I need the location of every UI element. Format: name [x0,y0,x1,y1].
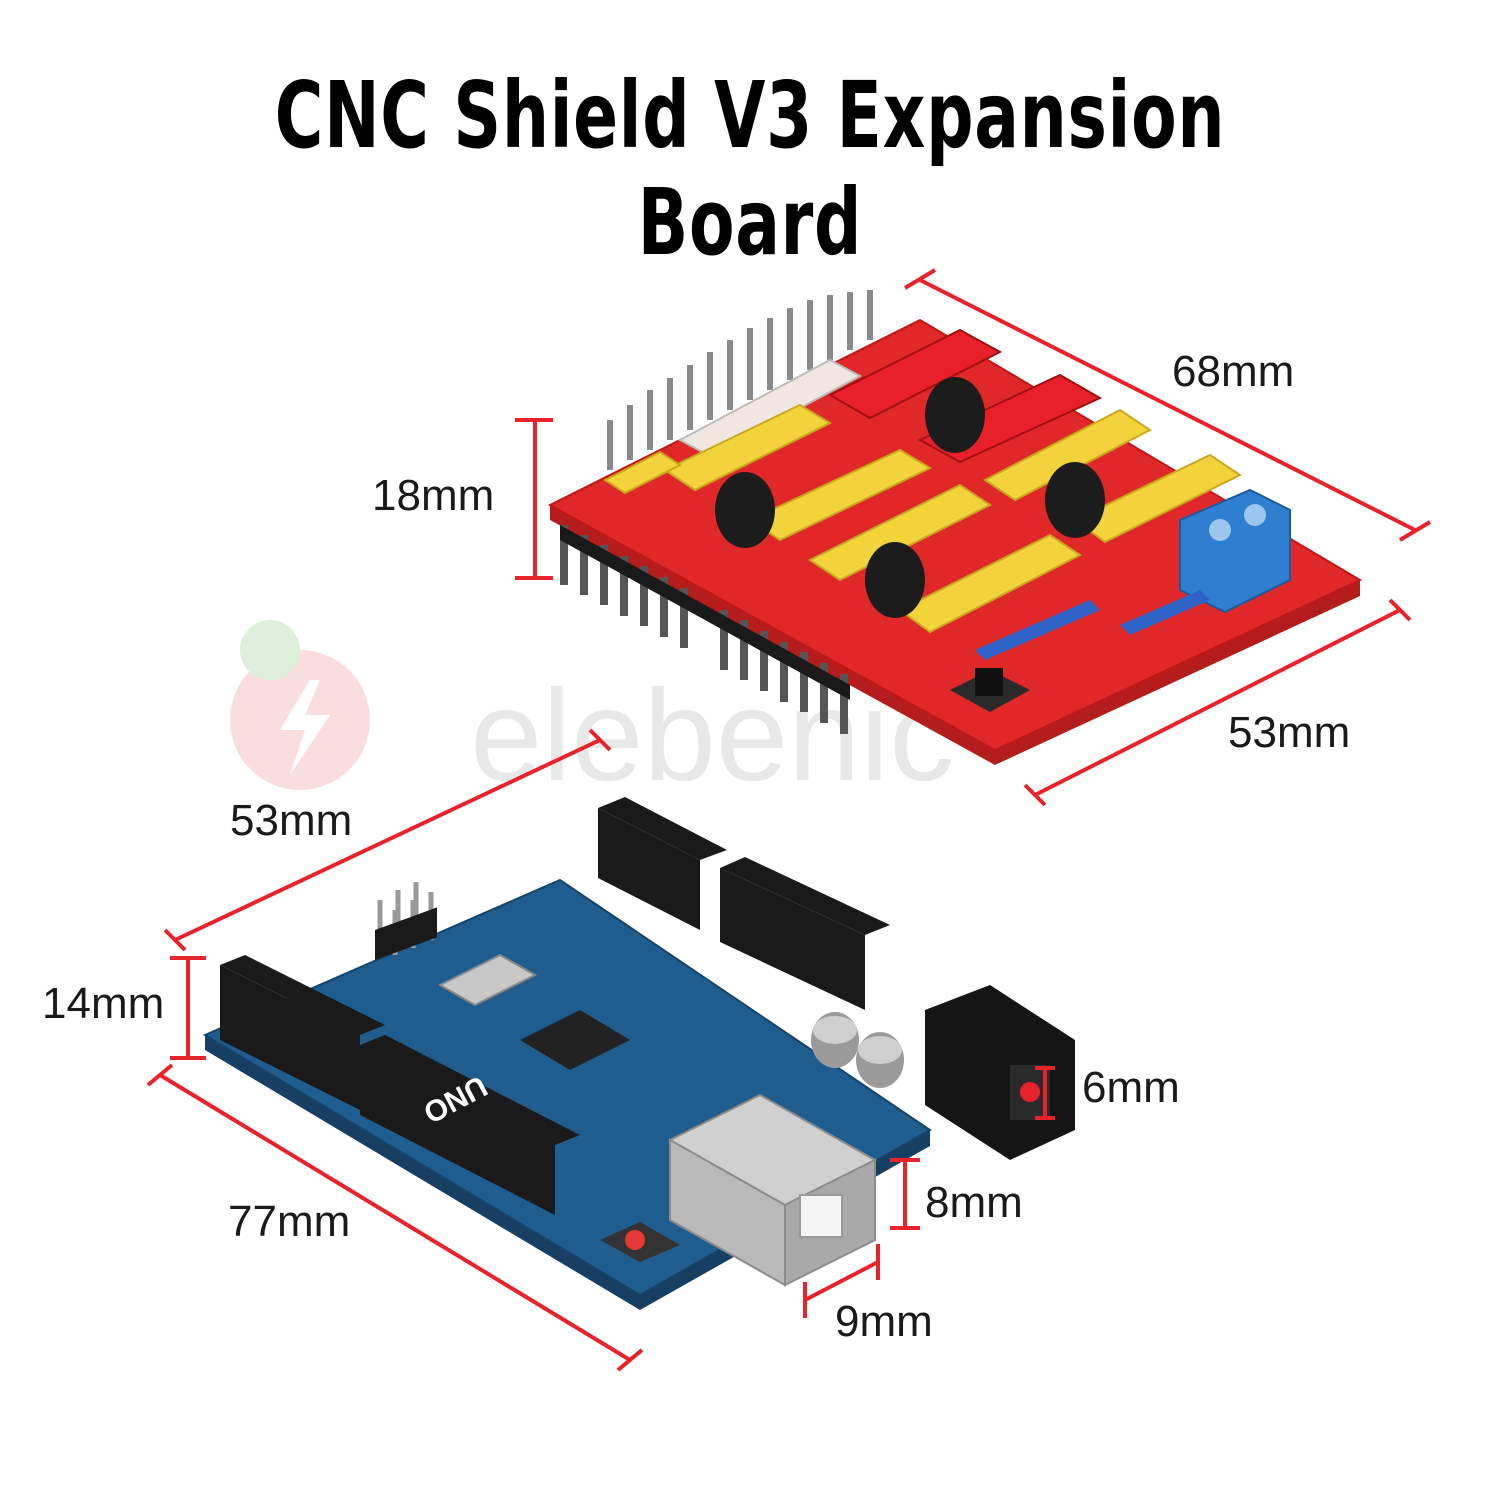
watermark-logo [230,620,370,790]
driver-sockets [603,403,1242,634]
uno-female-headers [220,797,890,1215]
shield-bottom-pins [560,525,848,734]
capacitors [715,377,1105,618]
page-title: CNC Shield V3 Expansion Board [274,62,1226,276]
dim-label-shield-length: 68mm [1172,347,1294,396]
cnc-shield-board [547,290,1363,765]
microcontroller-chip [520,1010,630,1070]
shield-top-pins [607,290,873,470]
crystal-oscillator [437,953,538,1007]
usb-b-connector [667,1093,878,1287]
dim-label-uno-length: 77mm [228,1197,350,1246]
dimension-lines [146,268,1432,1372]
dim-label-uno-width: 53mm [230,796,352,845]
shield-reset-button [950,668,1030,712]
dim-label-shield-width: 53mm [1228,708,1350,757]
dim-label-usb-width: 9mm [835,1297,933,1346]
power-terminal-block [1179,488,1291,614]
dc-power-jack [925,985,1075,1160]
jumper-headers [975,590,1210,660]
uno-capacitors [811,1012,904,1088]
dim-label-uno-height: 14mm [42,979,164,1028]
dim-label-shield-height: 18mm [372,471,494,520]
uno-reset-button [600,1222,680,1262]
dim-label-usb-height: 8mm [925,1178,1023,1227]
dim-label-dc-jack: 6mm [1082,1063,1180,1112]
